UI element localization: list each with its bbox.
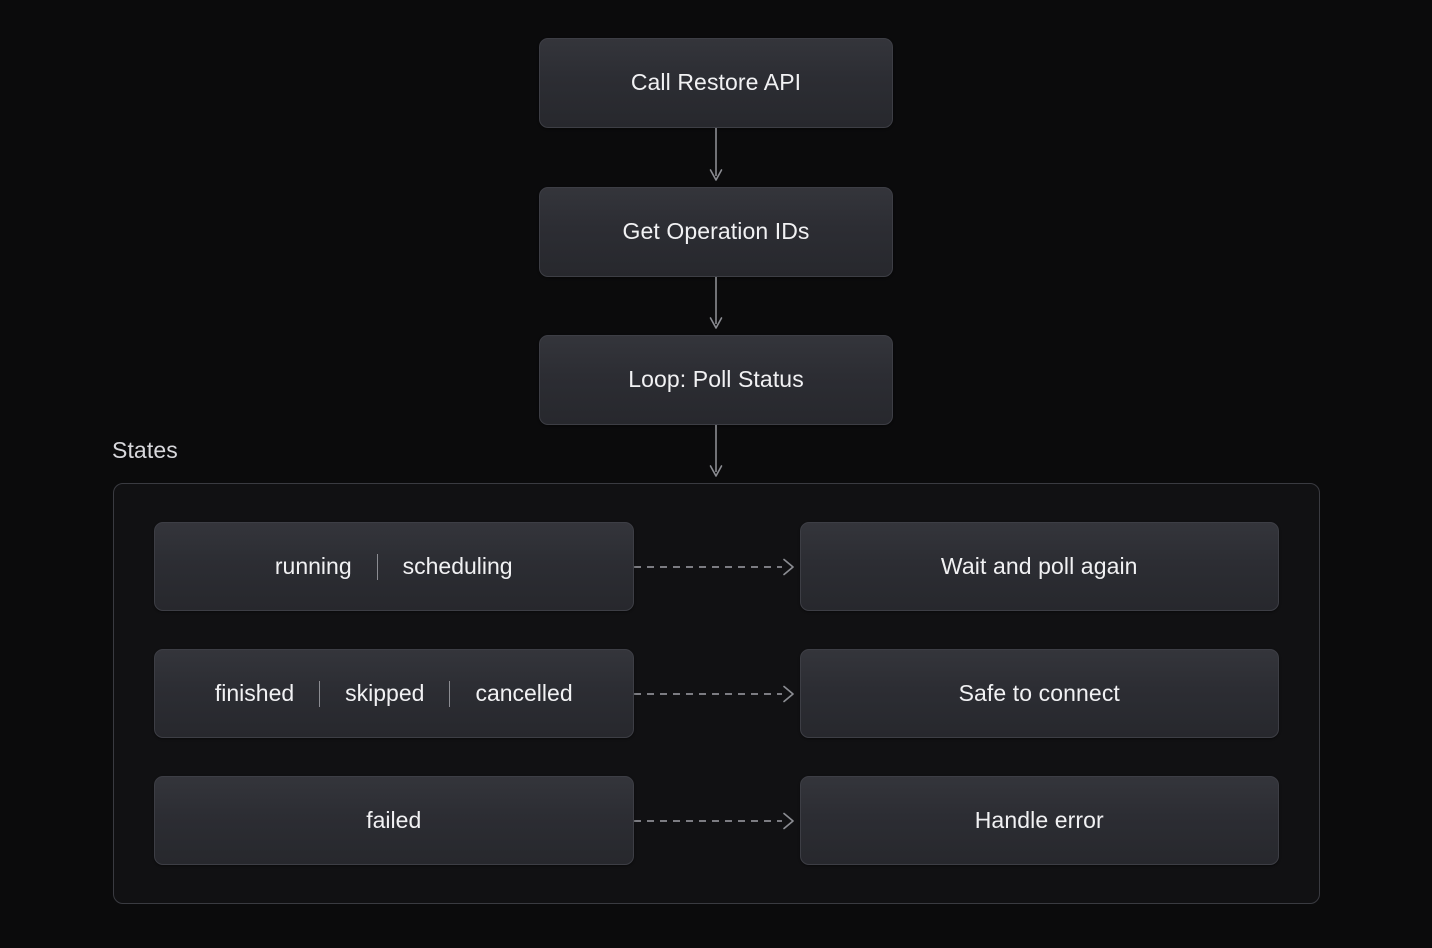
dashed-arrow-icon <box>633 809 800 833</box>
dashed-arrow-icon <box>633 555 800 579</box>
state-action-wait-and-poll-again[interactable]: Wait and poll again <box>799 522 1279 611</box>
state-token: skipped <box>345 680 425 706</box>
flow-node-label: Get Operation IDs <box>622 218 810 245</box>
flow-arrow-call-to-getops <box>707 128 725 187</box>
state-row: finished skipped cancelled Safe to conne… <box>154 649 1279 738</box>
state-row: failed Handle error <box>154 776 1279 865</box>
states-group-container: running scheduling Wait and poll again <box>113 483 1320 904</box>
flow-arrow-getops-to-loop <box>707 277 725 335</box>
flow-node-loop-poll-status[interactable]: Loop: Poll Status <box>539 335 893 425</box>
flow-node-label: Loop: Poll Status <box>628 366 804 393</box>
state-token: finished <box>214 680 295 706</box>
state-token: cancelled <box>475 680 573 706</box>
state-action-handle-error[interactable]: Handle error <box>799 776 1279 865</box>
state-row: running scheduling Wait and poll again <box>154 522 1279 611</box>
state-action-safe-to-connect[interactable]: Safe to connect <box>799 649 1279 738</box>
state-token-group-failed[interactable]: failed <box>154 776 634 865</box>
states-group-title: States <box>112 437 178 463</box>
state-separator <box>319 680 321 707</box>
state-token: scheduling <box>402 553 513 579</box>
flow-node-label: Call Restore API <box>630 69 802 96</box>
dashed-arrow-icon <box>633 682 800 706</box>
flow-node-get-operation-ids[interactable]: Get Operation IDs <box>539 187 893 277</box>
state-action-label: Safe to connect <box>958 679 1120 706</box>
state-separator <box>449 680 451 707</box>
state-token: failed <box>366 807 422 833</box>
state-separator <box>376 553 378 580</box>
state-action-label: Wait and poll again <box>940 552 1138 579</box>
state-token: running <box>274 553 352 579</box>
state-token-group-finished-skipped-cancelled[interactable]: finished skipped cancelled <box>154 649 634 738</box>
state-action-label: Handle error <box>974 806 1104 833</box>
states-rows: running scheduling Wait and poll again <box>114 484 1319 903</box>
flow-node-call-restore-api[interactable]: Call Restore API <box>539 38 893 128</box>
state-token-group-running-scheduling[interactable]: running scheduling <box>154 522 634 611</box>
flow-arrow-loop-to-states <box>707 425 725 483</box>
